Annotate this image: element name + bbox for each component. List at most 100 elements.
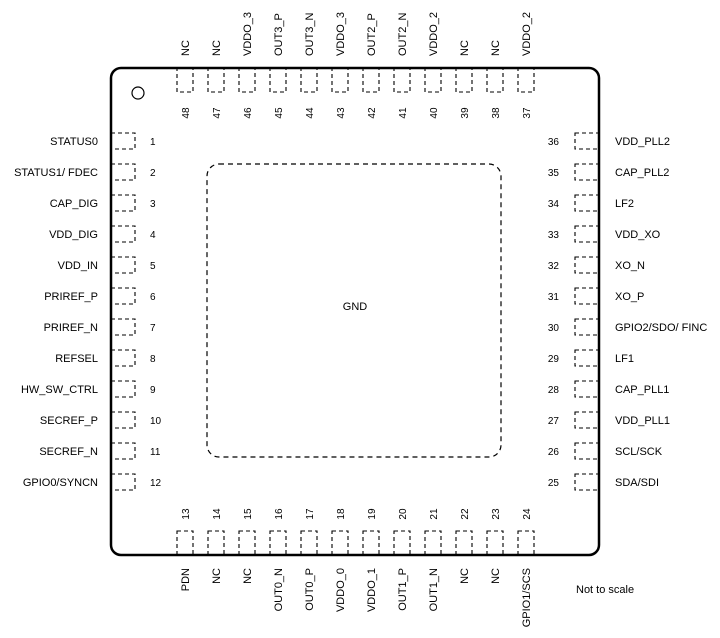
pad-bottom-23 xyxy=(486,530,504,556)
pin-number-3: 3 xyxy=(150,199,156,210)
pin-number-7: 7 xyxy=(150,323,156,334)
pin-label-38: NC xyxy=(490,40,502,56)
pin-label-10: SECREF_P xyxy=(40,415,98,427)
pin-label-1: STATUS0 xyxy=(50,136,98,148)
pad-bottom-16 xyxy=(269,530,287,556)
pin-number-31: 31 xyxy=(548,292,560,303)
pad-bottom-22 xyxy=(455,530,473,556)
pin-number-34: 34 xyxy=(548,199,560,210)
pin-label-11: SECREF_N xyxy=(39,446,98,458)
pin-number-20: 20 xyxy=(398,508,409,520)
pad-right-33 xyxy=(574,225,600,243)
pin-label-27: VDD_PLL1 xyxy=(615,415,670,427)
pad-right-32 xyxy=(574,256,600,274)
pin-label-30: GPIO2/SDO/ FINC xyxy=(615,322,707,334)
pin-label-22: NC xyxy=(459,568,471,584)
pin-label-17: OUT0_P xyxy=(304,568,316,611)
pad-top-44 xyxy=(300,67,318,93)
pin-label-26: SCL/SCK xyxy=(615,446,663,458)
pin1-indicator xyxy=(131,86,145,100)
pin-number-29: 29 xyxy=(548,354,560,365)
pad-top-43 xyxy=(331,67,349,93)
pad-left-9 xyxy=(110,380,136,398)
pad-top-42 xyxy=(362,67,380,93)
pin-number-6: 6 xyxy=(150,292,156,303)
pin-number-35: 35 xyxy=(548,168,560,179)
pin-label-39: NC xyxy=(459,40,471,56)
pin-number-11: 11 xyxy=(150,447,161,458)
pin-label-14: NC xyxy=(211,568,223,584)
pin-label-8: REFSEL xyxy=(55,353,98,365)
center-label: GND xyxy=(343,301,368,313)
pin-label-21: OUT1_N xyxy=(428,568,440,611)
pad-bottom-13 xyxy=(176,530,194,556)
pin-label-9: HW_SW_CTRL xyxy=(21,384,98,396)
pad-left-12 xyxy=(110,473,136,491)
pin-label-47: NC xyxy=(211,40,223,56)
pad-top-41 xyxy=(393,67,411,93)
pin-label-18: VDDO_0 xyxy=(335,568,347,612)
pin-label-13: PDN xyxy=(180,568,192,591)
pin-label-20: OUT1_P xyxy=(397,568,409,611)
pin-number-1: 1 xyxy=(150,137,156,148)
pad-bottom-20 xyxy=(393,530,411,556)
pin-number-28: 28 xyxy=(548,385,560,396)
pin-number-30: 30 xyxy=(548,323,560,334)
pin-label-31: XO_P xyxy=(615,291,644,303)
pad-top-46 xyxy=(238,67,256,93)
pin-label-23: NC xyxy=(490,568,502,584)
pin-label-3: CAP_DIG xyxy=(50,198,98,210)
pad-top-40 xyxy=(424,67,442,93)
pad-left-3 xyxy=(110,194,136,212)
pad-left-1 xyxy=(110,132,136,150)
pin-label-25: SDA/SDI xyxy=(615,477,659,489)
pad-left-10 xyxy=(110,411,136,429)
pin-number-41: 41 xyxy=(398,107,409,119)
pin-number-18: 18 xyxy=(336,508,347,520)
pad-right-31 xyxy=(574,287,600,305)
pin-number-38: 38 xyxy=(491,107,502,119)
pin-label-44: OUT3_N xyxy=(304,13,316,56)
pin-label-6: PRIREF_P xyxy=(44,291,98,303)
pad-bottom-24 xyxy=(517,530,535,556)
pad-left-6 xyxy=(110,287,136,305)
scale-note: Not to scale xyxy=(576,584,634,596)
pin-label-35: CAP_PLL2 xyxy=(615,167,669,179)
pin-number-26: 26 xyxy=(548,447,560,458)
pin-number-46: 46 xyxy=(243,107,254,119)
pad-right-25 xyxy=(574,473,600,491)
pin-number-27: 27 xyxy=(548,416,560,427)
pin-label-5: VDD_IN xyxy=(58,260,98,272)
pin-number-32: 32 xyxy=(548,261,560,272)
pin-number-14: 14 xyxy=(212,508,223,520)
pin-label-4: VDD_DIG xyxy=(49,229,98,241)
pin-number-39: 39 xyxy=(460,107,471,119)
thermal-pad xyxy=(206,163,502,458)
pad-top-45 xyxy=(269,67,287,93)
pin-number-45: 45 xyxy=(274,107,285,119)
pad-left-4 xyxy=(110,225,136,243)
pad-top-37 xyxy=(517,67,535,93)
pin-label-16: OUT0_N xyxy=(273,568,285,611)
pad-bottom-19 xyxy=(362,530,380,556)
pin-number-15: 15 xyxy=(243,508,254,520)
pin-number-4: 4 xyxy=(150,230,156,241)
pin-label-40: VDDO_2 xyxy=(428,12,440,56)
pin-label-32: XO_N xyxy=(615,260,645,272)
pad-bottom-17 xyxy=(300,530,318,556)
pin-label-43: VDDO_3 xyxy=(335,12,347,56)
pin-number-33: 33 xyxy=(548,230,560,241)
pin-number-5: 5 xyxy=(150,261,156,272)
pad-bottom-21 xyxy=(424,530,442,556)
pad-right-34 xyxy=(574,194,600,212)
pin-label-41: OUT2_N xyxy=(397,13,409,56)
pad-bottom-18 xyxy=(331,530,349,556)
pin-number-9: 9 xyxy=(150,385,156,396)
pin-label-29: LF1 xyxy=(615,353,634,365)
pin-number-8: 8 xyxy=(150,354,156,365)
pin-number-44: 44 xyxy=(305,107,316,119)
pin-number-37: 37 xyxy=(522,107,533,119)
pad-right-30 xyxy=(574,318,600,336)
pad-top-48 xyxy=(176,67,194,93)
